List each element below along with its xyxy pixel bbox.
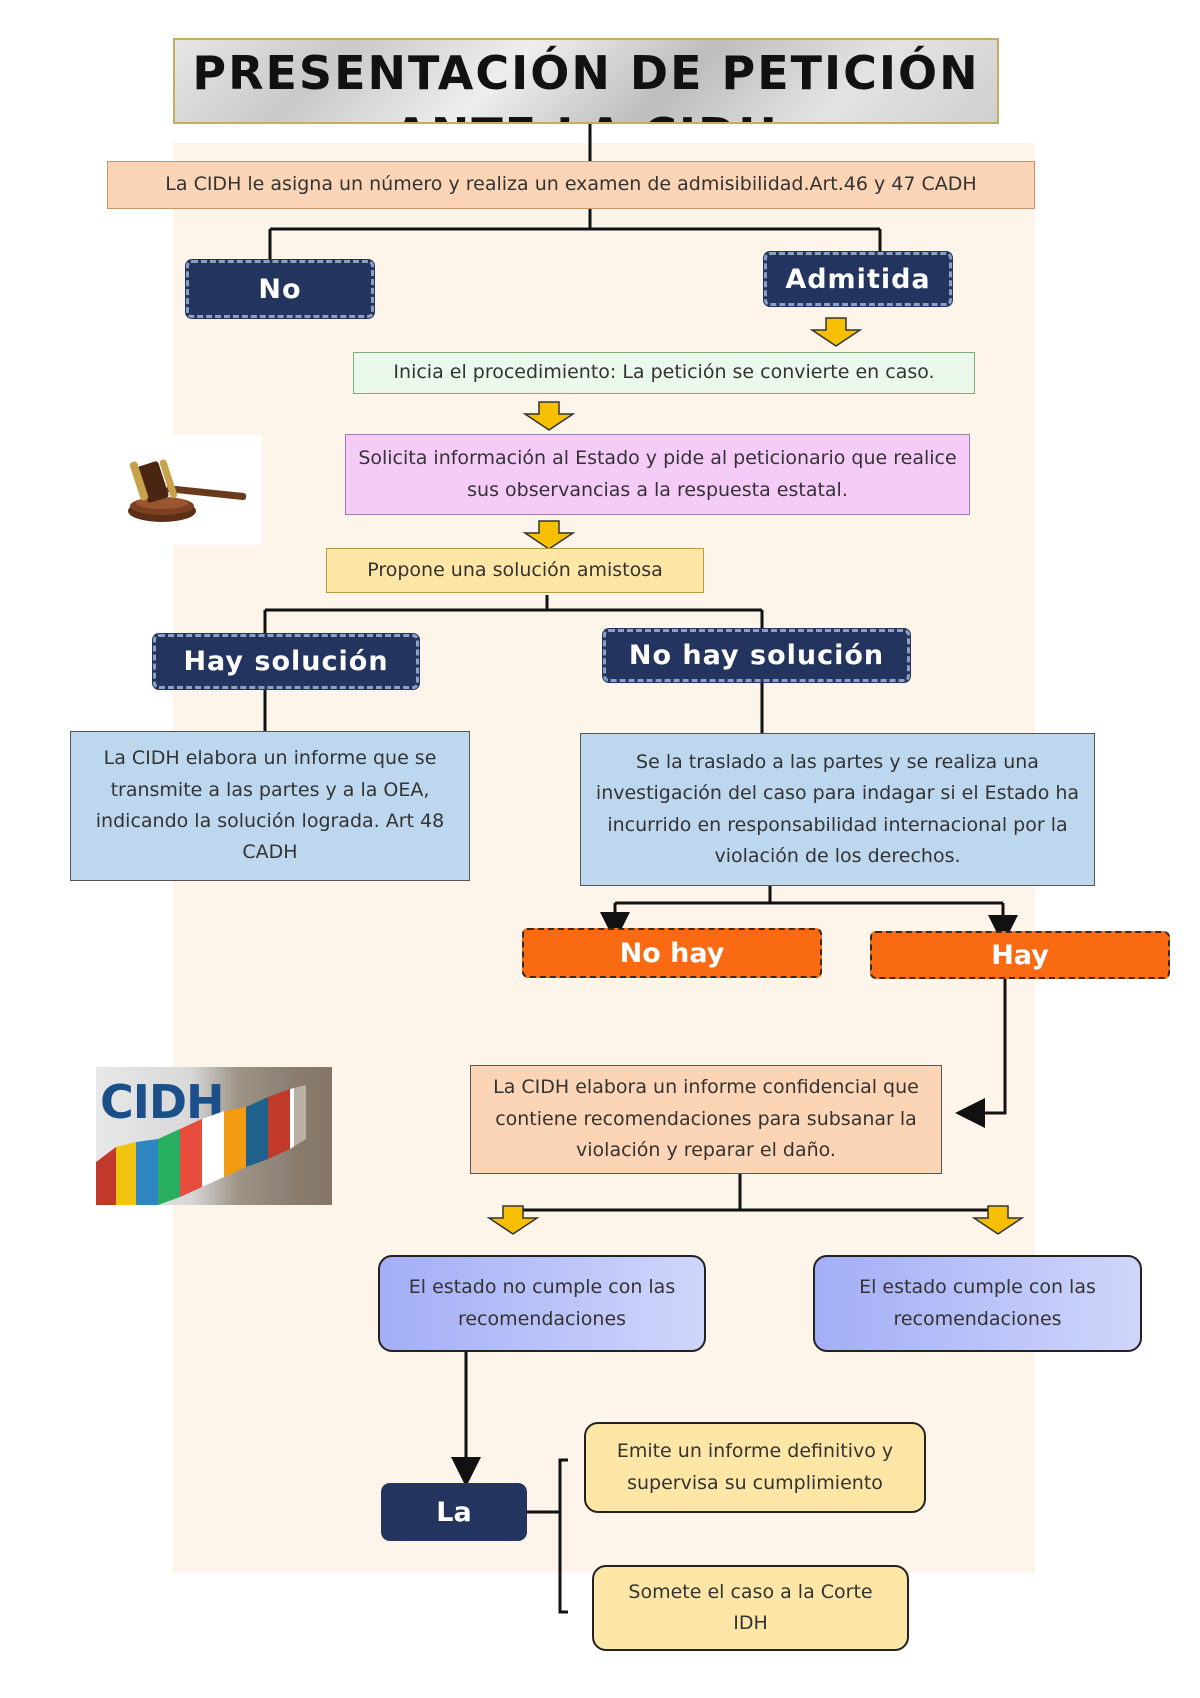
report-solution-box: La CIDH elabora un informe que se transm… xyxy=(70,731,470,881)
no-hay-badge: No hay xyxy=(522,928,822,978)
down-arrow-icon xyxy=(522,401,576,431)
submit-court-box: Somete el caso a la Corte IDH xyxy=(592,1565,909,1651)
hay-badge: Hay xyxy=(870,931,1170,979)
no-solution-badge: No hay solución xyxy=(603,629,910,682)
final-report-box: Emite un informe definitivo y supervisa … xyxy=(584,1422,926,1513)
admissibility-box: La CIDH le asigna un número y realiza un… xyxy=(107,161,1035,209)
cidh-logo-image: CIDH xyxy=(96,1067,332,1205)
title-line-1: PRESENTACIÓN DE PETICIÓN xyxy=(192,46,980,100)
request-info-box: Solicita información al Estado y pide al… xyxy=(345,434,970,515)
state-comply-box: El estado cumple con las recomendaciones xyxy=(813,1255,1142,1352)
down-arrow-icon xyxy=(809,317,863,347)
admitted-badge: Admitida xyxy=(764,252,952,306)
has-solution-badge: Hay solución xyxy=(153,634,419,689)
down-arrow-icon xyxy=(971,1205,1025,1235)
no-badge: No xyxy=(186,260,374,318)
friendly-solution-box: Propone una solución amistosa xyxy=(326,548,704,593)
investigation-box: Se la traslado a las partes y se realiza… xyxy=(580,733,1095,886)
flags-icon xyxy=(96,1067,332,1205)
gavel-icon xyxy=(128,459,247,522)
page-title: PRESENTACIÓN DE PETICIÓN ANTE LA CIDH xyxy=(173,38,999,124)
down-arrow-icon xyxy=(486,1205,540,1235)
confidential-report-box: La CIDH elabora un informe confidencial … xyxy=(470,1065,942,1174)
la-badge: La xyxy=(382,1484,526,1540)
yellow-arrows xyxy=(486,317,1025,1235)
title-line-2: ANTE LA CIDH xyxy=(175,108,997,122)
state-not-comply-box: El estado no cumple con las recomendacio… xyxy=(378,1255,706,1352)
arrow-hay-to-report xyxy=(955,975,1007,1128)
down-arrow-icon xyxy=(522,520,576,550)
start-procedure-box: Inicia el procedimiento: La petición se … xyxy=(353,352,975,394)
gavel-image xyxy=(117,435,262,545)
